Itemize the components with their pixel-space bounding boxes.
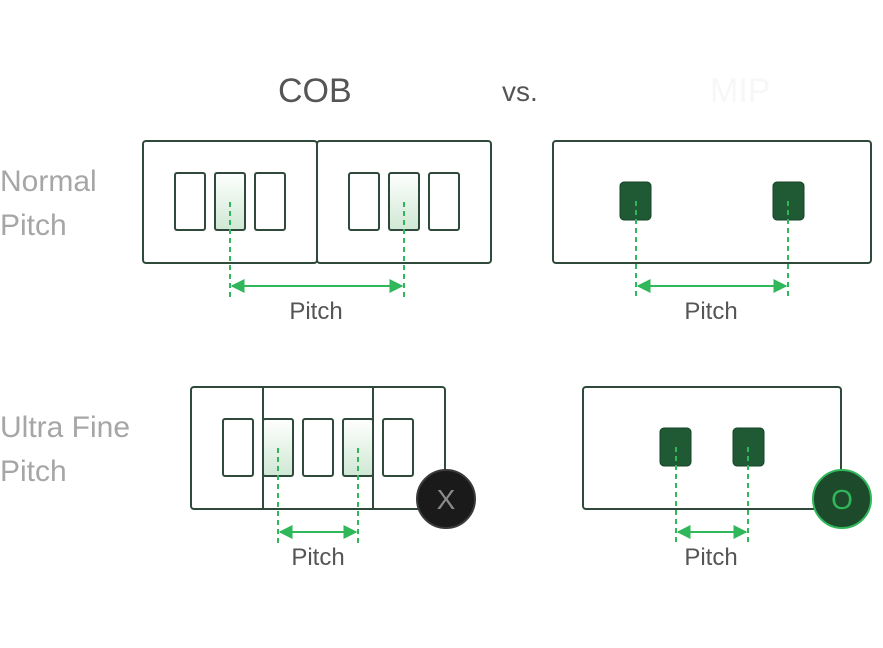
mip-normal-frame	[552, 140, 872, 264]
cob-ultra-group: Pitch X	[190, 386, 476, 571]
cob-normal-group: Pitch	[142, 140, 492, 325]
mip-title: MIP	[710, 72, 771, 110]
row-label-normal-line1: Normal	[0, 165, 97, 198]
mip-ultra-frame	[582, 386, 842, 510]
pitch-label: Pitch	[289, 298, 342, 325]
led-chip	[174, 172, 206, 231]
led-chip	[428, 172, 460, 231]
row-label-normal-pitch: Normal Pitch	[0, 160, 97, 248]
led-chip	[254, 172, 286, 231]
cob-normal-pixel-frame-right	[316, 140, 492, 264]
pitch-label: Pitch	[291, 544, 344, 571]
led-chip	[348, 172, 380, 231]
led-chip	[302, 418, 334, 477]
row-label-normal-line2: Pitch	[0, 209, 67, 242]
row-label-ultra-line2: Pitch	[0, 455, 67, 488]
x-icon: X	[437, 484, 456, 515]
mip-normal-group: Pitch	[552, 140, 872, 325]
cob-ultra-frame	[190, 386, 446, 510]
mip-ultra-group: Pitch O	[582, 386, 872, 571]
led-chip	[222, 418, 254, 477]
x-badge	[416, 469, 476, 529]
led-chip	[382, 418, 414, 477]
row-label-ultra-fine-pitch: Ultra Fine Pitch	[0, 406, 130, 494]
cob-title: COB	[278, 72, 352, 110]
pitch-label: Pitch	[684, 298, 737, 325]
o-icon: O	[831, 484, 853, 515]
row-label-ultra-line1: Ultra Fine	[0, 411, 131, 444]
pitch-label: Pitch	[684, 544, 737, 571]
vs-label: vs.	[502, 76, 538, 107]
o-badge	[812, 469, 872, 529]
